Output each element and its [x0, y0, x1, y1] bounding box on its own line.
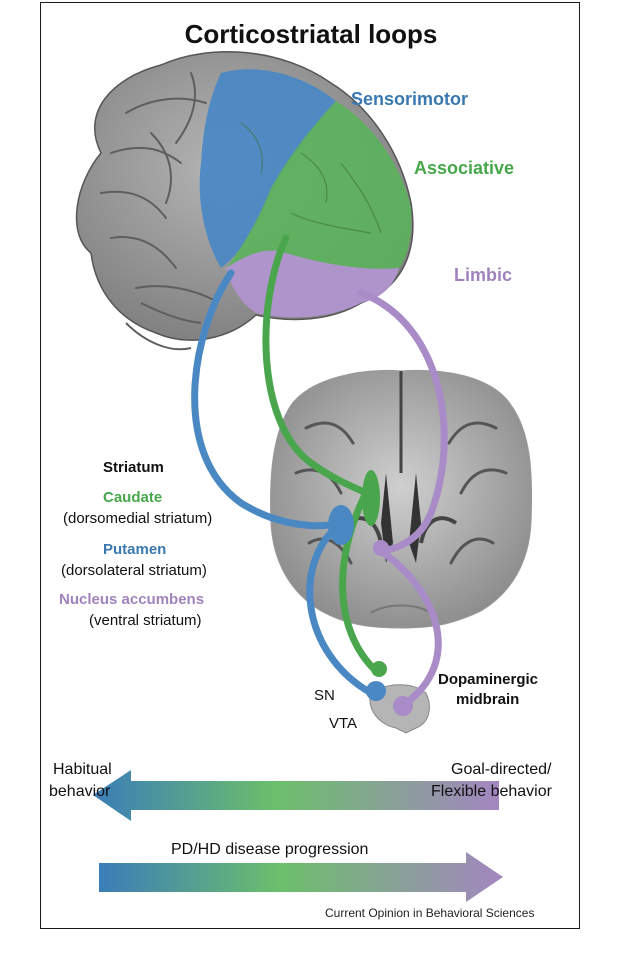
label-putamen-sub: (dorsolateral striatum): [61, 562, 207, 579]
associative-pathway-caudate-to-sn: [339, 489, 380, 675]
sn-sensorimotor-dot: [366, 681, 386, 701]
label-caudate: Caudate: [103, 489, 163, 506]
sensorimotor-pathway-cortex-to-putamen: [191, 269, 345, 530]
accumbens-blob: [373, 540, 389, 556]
label-vta: VTA: [329, 715, 358, 732]
disease-progression-arrow: [99, 852, 503, 902]
pathways: [191, 234, 448, 707]
figure-title: Corticostriatal loops: [184, 19, 438, 49]
label-goal-directed: Goal-directed/: [451, 761, 552, 778]
associative-region: [226, 101, 412, 269]
figure-frame: Corticostriatal loops Sensorimotor Assoc…: [40, 2, 580, 929]
label-striatum: Striatum: [103, 459, 164, 476]
cortex-brain-image: [75, 51, 414, 351]
label-sensorimotor: Sensorimotor: [351, 89, 469, 109]
label-disease-progression: PD/HD disease progression: [171, 841, 369, 858]
source-credit: Current Opinion in Behavioral Sciences: [325, 906, 535, 920]
label-sn: SN: [314, 687, 335, 704]
label-dopaminergic: Dopaminergic: [438, 671, 539, 688]
caudate-blob: [362, 470, 380, 526]
label-limbic: Limbic: [454, 265, 513, 285]
label-putamen: Putamen: [103, 541, 167, 558]
limbic-pathway-cortex-to-accumbens: [357, 289, 448, 555]
label-flexible-behavior: Flexible behavior: [431, 783, 552, 800]
label-associative: Associative: [414, 158, 515, 178]
putamen-blob: [328, 505, 354, 545]
sensorimotor-region: [199, 69, 336, 269]
label-habitual: Habitual: [53, 761, 112, 778]
label-caudate-sub: (dorsomedial striatum): [63, 510, 213, 527]
associative-pathway-cortex-to-caudate: [262, 234, 370, 497]
sensorimotor-pathway-putamen-to-sn: [306, 519, 375, 697]
label-midbrain: midbrain: [456, 691, 520, 708]
diagram-artwork: [75, 51, 533, 902]
limbic-pathway-accumbens-to-vta: [377, 547, 442, 707]
habitual-goal-arrow: [93, 770, 499, 821]
label-behavior: behavior: [49, 783, 111, 800]
label-accumbens-sub: (ventral striatum): [89, 612, 202, 629]
vta-dot: [393, 696, 413, 716]
label-accumbens: Nucleus accumbens: [59, 591, 205, 608]
sn-associative-dot: [371, 661, 387, 677]
